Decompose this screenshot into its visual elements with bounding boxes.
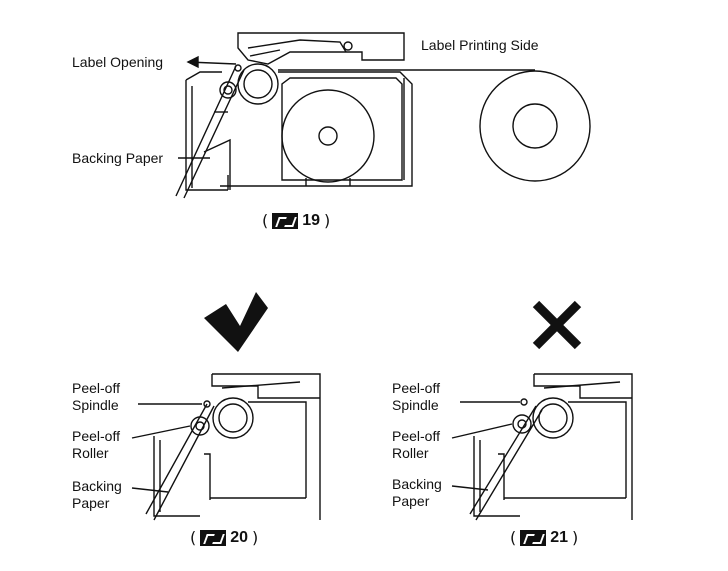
peel-roller-21	[512, 414, 532, 434]
caption-number: 19	[302, 211, 321, 229]
label-roll	[479, 70, 591, 182]
housing	[185, 71, 229, 191]
lid-pin	[343, 41, 353, 51]
caption-close: )	[324, 211, 331, 230]
figure-icon	[200, 529, 227, 546]
backing-paper-label-19: Backing Paper	[72, 150, 164, 166]
cross-icon	[532, 300, 582, 350]
label-opening-label: Label Opening	[72, 54, 164, 70]
peel-spindle-20	[203, 400, 211, 408]
backing-paper-strip	[175, 65, 245, 199]
figure-icon	[520, 529, 547, 546]
backing-paper-label-21: Backing Paper	[392, 476, 442, 509]
platen-roller-20	[212, 397, 254, 439]
label-printing-side-label: Label Printing Side	[421, 37, 539, 53]
internal-roll	[281, 89, 375, 183]
caption-19: ( 19 )	[262, 211, 330, 230]
peel-off-spindle-label-20: Peel-off Spindle	[72, 380, 120, 413]
peel-off-roller-label-21: Peel-off Roller	[392, 428, 440, 461]
peel-spindle-21	[520, 398, 528, 406]
platen-roller-21	[532, 397, 574, 439]
figure-20-printer	[131, 373, 321, 521]
checkmark-icon	[204, 292, 268, 352]
peel-off-spindle-label-21: Peel-off Spindle	[392, 380, 440, 413]
figure-21-printer	[451, 373, 633, 521]
backing-paper-label-20: Backing Paper	[72, 478, 122, 511]
peel-off-roller-label-20: Peel-off Roller	[72, 428, 120, 461]
caption-open: (	[262, 211, 269, 230]
caption-number: 20	[230, 528, 249, 546]
lid	[237, 32, 405, 65]
caption-21: ( 21 )	[510, 528, 579, 547]
figure-19-printer	[175, 32, 591, 199]
caption-number: 21	[550, 528, 569, 546]
caption-20: ( 20 )	[190, 528, 259, 547]
figure-icon	[272, 212, 299, 229]
